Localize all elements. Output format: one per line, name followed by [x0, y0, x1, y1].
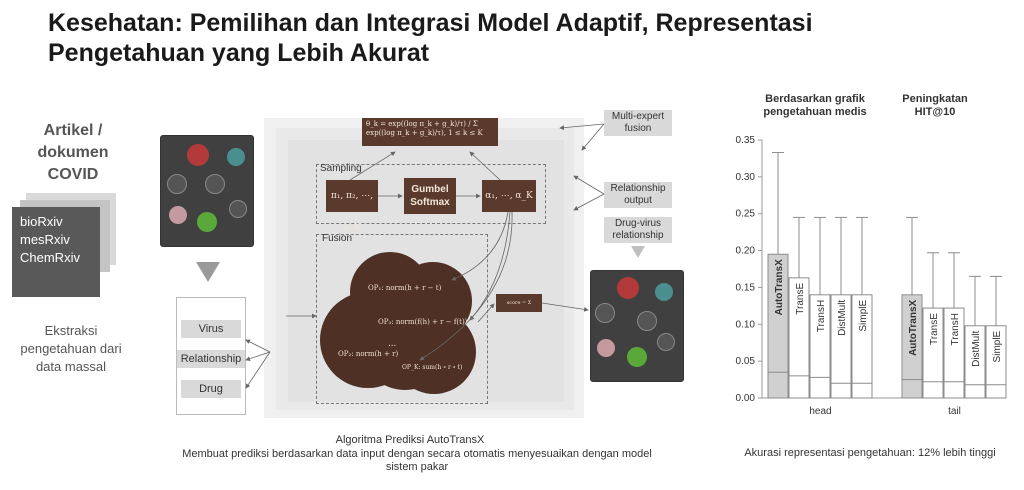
model-label: SimplE [992, 330, 1003, 362]
hit10-box-chart: 0.00 0.05 0.10 0.15 0.20 0.25 0.30 0.35AutoTran… [736, 135, 1007, 417]
gumbel-softmax-box: Gumbel Softmax [404, 178, 456, 214]
fusion-blob-part [360, 300, 450, 390]
relationship-output-label: Relationship output [604, 182, 672, 208]
page-title: Kesehatan: Pemilihan dan Integrasi Model… [48, 9, 813, 67]
box-SimplE [851, 294, 873, 399]
graph-node [227, 148, 245, 166]
fusion-region [316, 234, 488, 404]
down-arrow-icon [631, 246, 645, 258]
y-tick-label: 0.15 [736, 282, 756, 293]
algorithm-caption-title: Algoritma Prediksi AutoTransX [335, 434, 485, 446]
document-front-sheet: bioRxiv mesRxiv ChemRxiv [12, 207, 100, 297]
source-item: bioRxiv [20, 214, 63, 229]
input-knowledge-graph [160, 135, 254, 247]
box-SimplE [985, 325, 1007, 399]
box-AutoTransX [767, 253, 789, 399]
drug-virus-relationship-label: Drug-virus relationship [604, 217, 672, 243]
y-tick-label: 0.20 [736, 246, 756, 257]
y-tick-label: 0.00 [736, 393, 756, 404]
model-label: AutoTransX [908, 299, 919, 355]
model-label: DistMult [971, 331, 982, 367]
sampling-label: Sampling [320, 163, 362, 174]
algorithm-caption-body: Membuat prediksi berdasarkan data input … [182, 448, 652, 473]
source-heading: Artikel / dokumen COVID [37, 122, 109, 183]
box-TransE [922, 307, 944, 399]
input-type-virus: Virus [181, 320, 241, 338]
pi-parameters-box: π₁, π₂, ⋯, π_K [326, 180, 378, 233]
graph-node [169, 206, 187, 224]
input-type-relationship: Relationship [177, 350, 245, 368]
chart-caption: Akurasi representasi pengetahuan: 12% le… [744, 447, 996, 459]
sampling-region [316, 164, 546, 224]
down-arrow-icon [196, 262, 220, 282]
graph-node [657, 333, 675, 351]
operator-1: OP₁: norm(h + r − t) [368, 284, 442, 292]
model-label: TransE [795, 283, 806, 315]
operator-3: OP₃: norm(f(h) + r − f(t)) [378, 318, 468, 326]
graph-node [229, 200, 247, 218]
chart-title-left: Berdasarkan grafik pengetahuan medis [763, 93, 867, 118]
model-label: TransE [929, 313, 940, 345]
y-tick-label: 0.35 [736, 135, 756, 146]
box-AutoTransX [901, 294, 923, 399]
score-formula: score = Σ α_k·OP_k [496, 294, 542, 312]
y-tick-label: 0.25 [736, 209, 756, 220]
box-DistMult [830, 294, 852, 399]
graph-node [205, 174, 225, 194]
box-TransH [943, 307, 965, 399]
model-label: SimplE [858, 299, 869, 331]
graph-node-virus [617, 277, 639, 299]
graph-node [597, 339, 615, 357]
output-knowledge-graph [590, 270, 684, 382]
y-tick-label: 0.05 [736, 356, 756, 367]
input-types-box: Virus Relationship Drug [176, 297, 246, 415]
model-label: DistMult [837, 300, 848, 336]
group-label: head [809, 406, 831, 417]
source-item: ChemRxiv [20, 250, 80, 265]
extraction-caption: Ekstraksi pengetahuan dari data massal [20, 323, 122, 374]
model-label: TransH [950, 313, 961, 345]
group-label: tail [948, 406, 961, 417]
graph-node [167, 174, 187, 194]
operator-k: OP_K: sum(h ∘ r ∘ t) [402, 364, 463, 371]
source-item: mesRxiv [20, 232, 70, 247]
y-tick-label: 0.10 [736, 319, 756, 330]
chart-title-right: Peningkatan HIT@10 [902, 93, 968, 118]
input-type-drug: Drug [181, 380, 241, 398]
model-label: TransH [816, 300, 827, 332]
graph-node-virus [187, 144, 209, 166]
fusion-label: Fusion [322, 233, 353, 244]
graph-node [595, 303, 615, 323]
graph-node-drug [627, 347, 647, 367]
box-TransE [788, 277, 810, 399]
box-DistMult [964, 325, 986, 399]
operator-ellipsis: ... [388, 338, 397, 349]
box-TransH [809, 294, 831, 399]
alpha-weights-box: α₁, ⋯, α_K [482, 180, 536, 212]
operator-2: OP₂: norm(h + r) [338, 350, 399, 358]
y-tick-label: 0.30 [736, 172, 756, 183]
graph-node-drug [197, 212, 217, 232]
softmax-formula: θ_k = exp((log π_k + g_k)/τ) / Σ exp((lo… [362, 118, 498, 146]
graph-node [655, 283, 673, 301]
graph-node [637, 311, 657, 331]
multi-expert-fusion-label: Multi-expert fusion [604, 110, 672, 136]
model-label: AutoTransX [774, 259, 785, 315]
